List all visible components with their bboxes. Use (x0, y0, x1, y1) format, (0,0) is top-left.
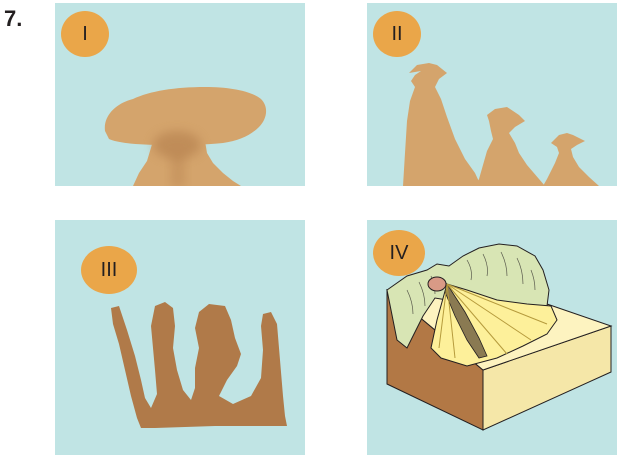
pillar-small (543, 133, 599, 186)
pillar-medium (475, 107, 545, 186)
panel-ii-earth-pillars: II (367, 3, 617, 186)
panel-i-mushroom-rock: I (55, 3, 305, 186)
pillar-tall (403, 63, 481, 186)
panel-i-label-badge: I (61, 11, 109, 57)
panel-iv-label-badge: IV (373, 230, 425, 276)
panel-iii-label-badge: III (81, 246, 137, 294)
source-rock (428, 277, 446, 291)
panel-iii-rock-forms: III (55, 220, 305, 455)
panel-ii-label-badge: II (373, 11, 421, 57)
rock-formation-base (111, 302, 287, 428)
question-number: 7. (4, 6, 22, 32)
panel-iv-alluvial-fan: IV (367, 220, 617, 455)
sand-blast-trail (171, 153, 185, 186)
